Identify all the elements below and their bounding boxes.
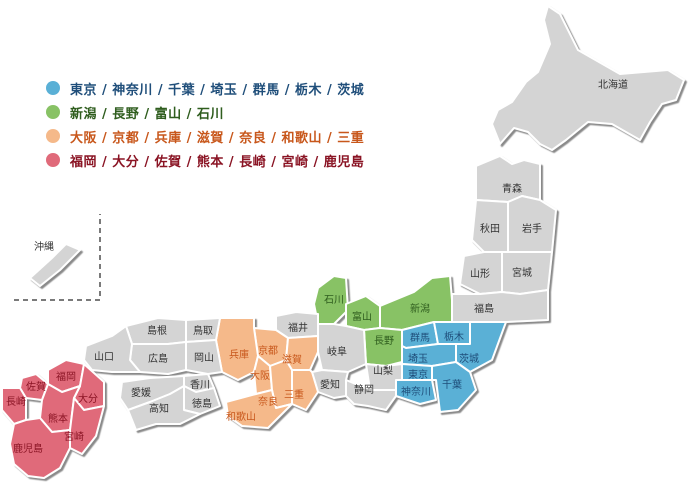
legend-label-kanto: 東京 / 神奈川 / 千葉 / 埼玉 / 群馬 / 栃木 / 茨城 bbox=[70, 82, 365, 98]
legend-row-chubu: 新潟 / 長野 / 富山 / 石川 bbox=[46, 100, 364, 124]
label-gifu: 岐阜 bbox=[327, 345, 347, 358]
legend-dot-kanto bbox=[46, 81, 60, 95]
label-nara: 奈良 bbox=[258, 395, 278, 408]
label-ishikawa: 石川 bbox=[324, 295, 344, 306]
label-iwate: 岩手 bbox=[522, 222, 542, 235]
legend-row-kyushu: 福岡 / 大分 / 佐賀 / 熊本 / 長崎 / 宮崎 / 鹿児島 bbox=[46, 148, 364, 172]
label-oita: 大分 bbox=[78, 392, 98, 405]
label-shizuoka: 静岡 bbox=[354, 383, 374, 396]
legend-row-kansai: 大阪 / 京都 / 兵庫 / 滋賀 / 奈良 / 和歌山 / 三重 bbox=[46, 124, 364, 148]
legend-label-kyushu: 福岡 / 大分 / 佐賀 / 熊本 / 長崎 / 宮崎 / 鹿児島 bbox=[70, 154, 365, 170]
legend-dot-kansai bbox=[46, 129, 60, 143]
label-ehime: 愛媛 bbox=[131, 386, 151, 399]
label-yamanashi: 山梨 bbox=[373, 364, 393, 377]
pref-wakayama[interactable] bbox=[225, 389, 293, 429]
label-kagawa: 香川 bbox=[190, 379, 210, 391]
pref-ishikawa[interactable] bbox=[313, 275, 349, 325]
label-fukushima: 福島 bbox=[474, 302, 494, 315]
pref-okinawa[interactable] bbox=[29, 243, 81, 287]
label-yamaguchi: 山口 bbox=[94, 351, 114, 363]
label-hyogo: 兵庫 bbox=[229, 348, 249, 361]
pref-hokkaido[interactable] bbox=[491, 5, 685, 151]
label-osaka: 大阪 bbox=[250, 369, 270, 382]
label-fukuoka: 福岡 bbox=[56, 370, 76, 383]
legend-row-kanto: 東京 / 神奈川 / 千葉 / 埼玉 / 群馬 / 栃木 / 茨城 bbox=[46, 76, 364, 100]
label-mie: 三重 bbox=[284, 388, 304, 401]
label-shiga: 滋賀 bbox=[282, 353, 302, 366]
pref-chiba[interactable] bbox=[431, 361, 477, 413]
label-gunma: 群馬 bbox=[410, 331, 430, 344]
label-aomori: 青森 bbox=[502, 182, 522, 195]
pref-fukushima[interactable] bbox=[451, 289, 549, 323]
pref-miyazaki[interactable] bbox=[69, 397, 105, 455]
label-hokkaido: 北海道 bbox=[598, 78, 628, 91]
label-ibaraki: 茨城 bbox=[459, 352, 479, 365]
label-saitama: 埼玉 bbox=[408, 352, 428, 365]
pref-aomori[interactable] bbox=[475, 155, 541, 203]
region-legend: 東京 / 神奈川 / 千葉 / 埼玉 / 群馬 / 栃木 / 茨城 新潟 / 長… bbox=[46, 76, 364, 172]
label-kyoto: 京都 bbox=[258, 344, 278, 357]
label-akita: 秋田 bbox=[480, 222, 500, 235]
pref-gifu[interactable] bbox=[317, 323, 367, 373]
label-aichi: 愛知 bbox=[320, 378, 340, 391]
legend-dot-chubu bbox=[46, 105, 60, 119]
label-toyama: 富山 bbox=[352, 310, 372, 323]
pref-kochi[interactable] bbox=[127, 385, 201, 431]
label-yamagata: 山形 bbox=[470, 268, 490, 280]
label-hiroshima: 広島 bbox=[148, 352, 168, 365]
label-nagasaki: 長崎 bbox=[6, 395, 26, 408]
pref-nagano[interactable] bbox=[363, 327, 403, 367]
pref-aichi[interactable] bbox=[311, 369, 349, 399]
pref-kagoshima[interactable] bbox=[9, 417, 71, 479]
label-kanagawa: 神奈川 bbox=[401, 385, 431, 398]
okinawa-inset-frame bbox=[14, 214, 101, 301]
label-wakayama: 和歌山 bbox=[226, 410, 256, 423]
label-kagoshima: 鹿児島 bbox=[13, 442, 43, 455]
label-okayama: 岡山 bbox=[194, 352, 214, 364]
label-shimane: 島根 bbox=[147, 324, 167, 337]
label-tottori: 鳥取 bbox=[193, 324, 213, 337]
pref-yamaguchi[interactable] bbox=[83, 325, 141, 373]
legend-label-kansai: 大阪 / 京都 / 兵庫 / 滋賀 / 奈良 / 和歌山 / 三重 bbox=[70, 130, 365, 146]
label-kumamoto: 熊本 bbox=[48, 412, 68, 425]
label-tochigi: 栃木 bbox=[444, 330, 464, 343]
label-tokushima: 徳島 bbox=[192, 397, 212, 410]
label-saga: 佐賀 bbox=[26, 381, 46, 393]
label-niigata: 新潟 bbox=[410, 302, 430, 315]
label-okinawa: 沖縄 bbox=[34, 240, 54, 253]
legend-dot-kyushu bbox=[46, 153, 60, 167]
legend-label-chubu: 新潟 / 長野 / 富山 / 石川 bbox=[70, 106, 224, 122]
label-miyazaki: 宮崎 bbox=[64, 430, 84, 443]
label-tokyo: 東京 bbox=[408, 368, 428, 381]
label-fukui: 福井 bbox=[288, 321, 308, 334]
label-nagano: 長野 bbox=[374, 335, 394, 347]
label-kochi: 高知 bbox=[149, 402, 169, 415]
label-chiba: 千葉 bbox=[442, 378, 462, 391]
pref-shizuoka[interactable] bbox=[345, 379, 397, 411]
label-miyagi: 宮城 bbox=[512, 266, 532, 279]
